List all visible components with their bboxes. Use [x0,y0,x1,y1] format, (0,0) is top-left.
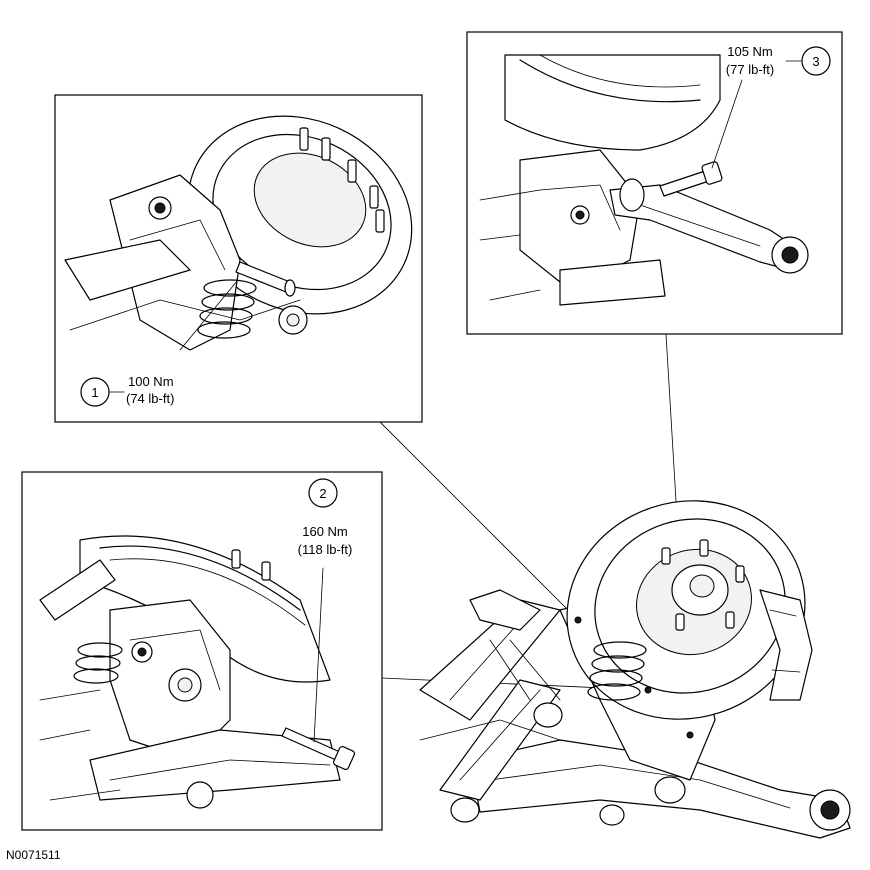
coil-spring [587,641,647,701]
callout-3-torque-nm: 105 Nm [727,44,773,59]
callout-1: 1 100 Nm (74 lb-ft) [80,279,239,407]
detail-panel-3 [466,31,843,335]
main-suspension-assembly [419,500,851,839]
callout-1-torque-lbft: (74 lb-ft) [126,391,174,406]
callout-3-torque-lbft: (77 lb-ft) [726,62,774,77]
bolt-1-icon [235,261,296,297]
callout-2-torque-lbft: (118 lb-ft) [298,542,353,557]
detail-panel-2 [21,471,383,831]
panel-2-illustration [39,535,356,809]
panel-1-illustration [64,115,413,351]
wheel-studs [661,539,745,631]
callout-2-circle [308,478,338,508]
callout-1-torque-nm: 100 Nm [128,374,174,389]
panel-3-illustration [479,54,809,306]
bolt-2-icon [281,727,356,771]
callout-1-circle [80,377,110,407]
callout-1-number: 1 [91,385,98,400]
figure-id: N0071511 [6,848,61,862]
callout-2-number: 2 [319,486,326,501]
callout-3-circle [801,46,831,76]
detail-panel-1 [54,94,423,423]
bolt-3-icon [659,161,723,197]
callout-2: 2 160 Nm (118 lb-ft) [298,478,353,743]
callout-3: 3 105 Nm (77 lb-ft) [711,44,831,169]
callout-3-number: 3 [812,54,819,69]
callout-2-torque-nm: 160 Nm [302,524,348,539]
